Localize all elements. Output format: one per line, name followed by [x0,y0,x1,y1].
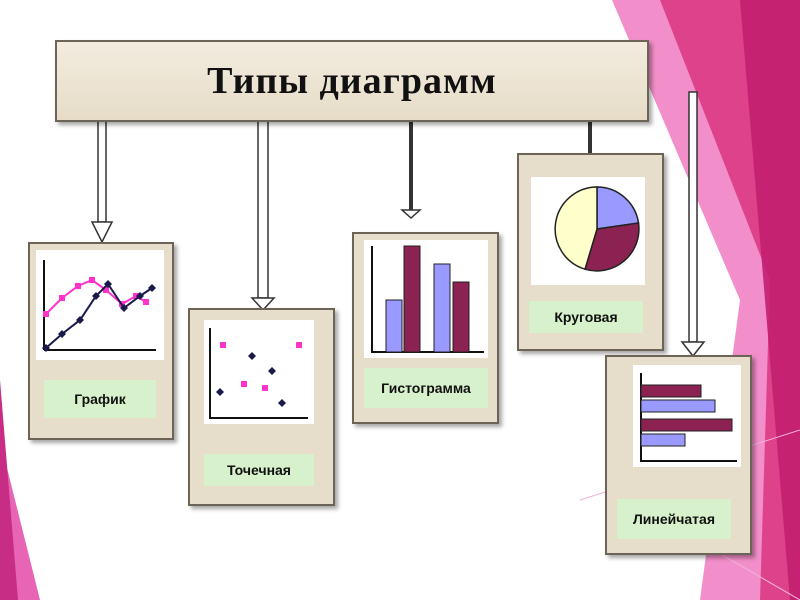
line-chart-icon [36,250,164,360]
card-histogram: Гистограмма [352,232,499,424]
card-horizontal-bar: Линейчатая [605,355,752,555]
scatter-chart-icon [204,320,314,424]
card-line-chart: График [28,242,174,440]
pie-chart-icon [531,177,645,285]
title-box: Типы диаграмм [55,40,649,122]
line-chart-label: График [44,380,156,418]
pie-label: Круговая [529,301,643,333]
card-scatter: Точечная [188,308,335,506]
bar-chart-icon [364,240,488,358]
horizontal-bar-label: Линейчатая [617,499,731,539]
histogram-label: Гистограмма [364,368,488,408]
horizontal-bar-chart-icon [633,365,741,467]
page-title: Типы диаграмм [207,60,497,102]
scatter-label: Точечная [204,454,314,486]
card-pie: Круговая [517,153,664,351]
